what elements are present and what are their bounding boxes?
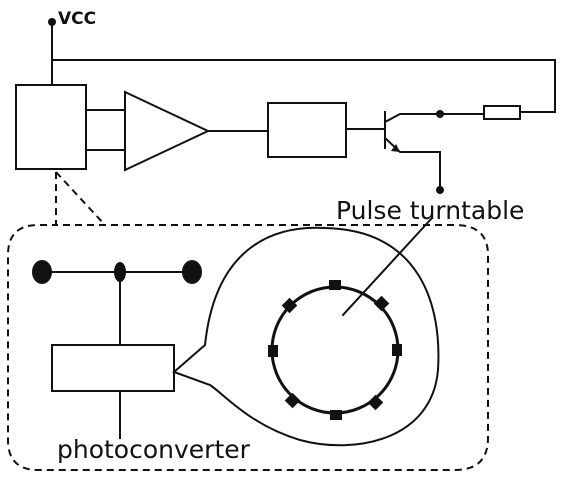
terminal-dot-right [182, 260, 202, 284]
turntable-slot [330, 410, 342, 420]
vcc-label: VCC [58, 9, 96, 29]
turntable-pointer-line [341, 216, 434, 317]
amplifier-triangle [124, 90, 211, 172]
sensor-detail [32, 216, 440, 447]
turntable-slot [268, 345, 278, 357]
pulse-turntable-label: Pulse turntable [336, 196, 524, 225]
turntable-slot [329, 280, 341, 290]
feedback-wire [51, 59, 556, 113]
output-terminal [436, 186, 444, 194]
sensor-block [15, 84, 87, 170]
photoconverter-label: photoconverter [57, 435, 251, 464]
transistor-symbol [383, 111, 441, 189]
resistor [483, 105, 521, 120]
terminal-dot-left [32, 260, 52, 284]
processing-block [267, 102, 347, 158]
photoconverter-block [51, 344, 175, 392]
dashed-callout-diagonal [55, 171, 106, 226]
dashed-callout-outline [7, 172, 489, 471]
turntable-slot [392, 344, 402, 356]
turntable-bubble [172, 226, 440, 447]
top-circuit: VCC [15, 9, 556, 194]
